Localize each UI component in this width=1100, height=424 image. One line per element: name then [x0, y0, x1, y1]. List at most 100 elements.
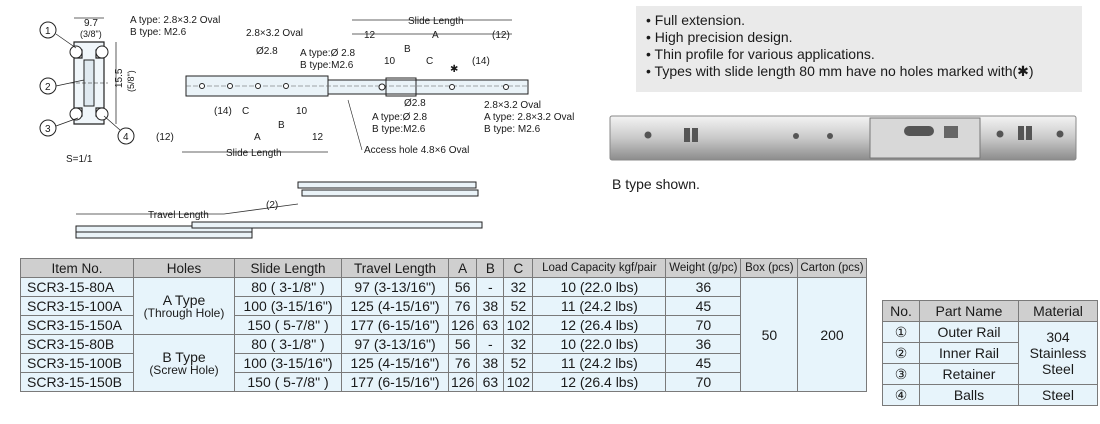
cell-a: 126 [447, 372, 478, 392]
dim-12p-bottom: (12) [156, 132, 174, 143]
parts-table: No. Part Name Material ① Outer Rail 304 … [882, 300, 1098, 406]
table-row: SCR3-15-100B 100 (3-15/16") 125 (4-15/16… [20, 353, 867, 373]
dim-a-top: A [432, 30, 439, 41]
callout-4: 4 [123, 132, 129, 143]
travel-length-label: Travel Length [148, 210, 209, 221]
dim-b-bottom: B [278, 120, 285, 131]
header-weight: Weight (g/pc) [665, 258, 742, 278]
cell-load: 12 (26.4 lbs) [532, 372, 667, 392]
cell-c: 52 [503, 296, 534, 316]
header-box: Box (pcs) [740, 258, 799, 278]
cell-b: 63 [476, 315, 505, 335]
feature-item: Thin profile for various applications. [646, 46, 1072, 63]
cell-c: 52 [503, 353, 534, 373]
dim-a-bottom: A [254, 132, 261, 143]
dim-height-in: (5/8") [126, 70, 136, 92]
cell-slide: 80 ( 3-1/8" ) [234, 334, 342, 354]
dim-12-bottom: 12 [312, 132, 324, 143]
cell-b: 63 [476, 372, 505, 392]
travel-diagram: Travel Length (2) [75, 181, 483, 239]
cell-c: 102 [503, 372, 534, 392]
header-slide-length: Slide Length [234, 258, 342, 278]
access-hole-label: Access hole 4.8×6 Oval [364, 145, 469, 156]
header-holes: Holes [133, 258, 235, 278]
table-row: SCR3-15-80B B Type (Screw Hole) 80 ( 3-1… [20, 334, 867, 392]
cell-b: 38 [476, 353, 505, 373]
cell-load: 12 (26.4 lbs) [532, 315, 667, 335]
cell-weight: 36 [665, 334, 742, 354]
slide-length-top: Slide Length [408, 16, 464, 27]
cell-item: SCR3-15-150B [20, 372, 134, 392]
cell-no: ① [882, 321, 920, 343]
cell-no: ② [882, 342, 920, 364]
cell-no: ④ [882, 384, 920, 406]
callout-3: 3 [45, 124, 51, 135]
cell-c: 32 [503, 277, 534, 297]
a-type-d28-mid: A type:Ø 2.8 [372, 112, 427, 123]
dim-width: 9.7 [84, 18, 98, 29]
cell-item: SCR3-15-100B [20, 353, 134, 373]
features-box: Full extension. High precision design. T… [636, 6, 1082, 92]
cell-weight: 45 [665, 353, 742, 373]
cell-a: 126 [447, 315, 478, 335]
cell-load: 11 (24.2 lbs) [532, 353, 667, 373]
holes-b-name: B Type [162, 348, 206, 365]
cell-slide: 80 ( 3-1/8" ) [234, 277, 342, 297]
slide-length-bottom: Slide Length [226, 148, 282, 159]
cs-hole-a: A type: 2.8×3.2 Oval [130, 15, 220, 26]
cell-item: SCR3-15-150A [20, 315, 134, 335]
cell-holes-a: A Type (Through Hole) [133, 277, 235, 335]
cell-c: 102 [503, 315, 534, 335]
header-no: No. [882, 300, 920, 322]
oval-label-top: 2.8×3.2 Oval [246, 28, 303, 39]
travel-dim-2: (2) [266, 200, 278, 211]
dim-height: 15.5 [114, 68, 125, 88]
table-row: ③ Retainer [882, 363, 1098, 385]
cell-a: 56 [447, 334, 478, 354]
header-c: C [503, 258, 534, 278]
cross-section-hole-labels: A type: 2.8×3.2 Oval B type: M2.6 [130, 15, 220, 38]
cell-b: - [476, 277, 505, 297]
photo-caption: B type shown. [612, 176, 700, 192]
star-mark: ✱ [450, 64, 458, 75]
cell-part-name: Inner Rail [919, 342, 1019, 364]
cell-weight: 70 [665, 372, 742, 392]
cell-travel: 125 (4-15/16") [341, 296, 449, 316]
feature-item: High precision design. [646, 29, 1072, 46]
dim-12p-top: (12) [492, 30, 510, 41]
b-type-m26-top: B type:M2.6 [300, 60, 354, 71]
header-load: Load Capacity kgf/pair [532, 258, 667, 278]
d28-mid: Ø2.8 [404, 98, 426, 109]
callout-1: 1 [45, 26, 51, 37]
header-travel-length: Travel Length [341, 258, 449, 278]
spec-table: Item No. Holes Slide Length Travel Lengt… [20, 258, 867, 392]
cell-load: 11 (24.2 lbs) [532, 296, 667, 316]
cell-load: 10 (22.0 lbs) [532, 277, 667, 297]
feature-item: Full extension. [646, 12, 1072, 29]
header-b: B [476, 258, 505, 278]
holes-a-sub: (Through Hole) [143, 305, 225, 320]
b-type-m26-right: B type: M2.6 [484, 124, 541, 135]
cell-travel: 125 (4-15/16") [341, 353, 449, 373]
callout-2: 2 [45, 82, 51, 93]
cell-item: SCR3-15-80B [20, 334, 134, 354]
cell-holes-b: B Type (Screw Hole) [133, 334, 235, 392]
cell-travel: 177 (6-15/16") [341, 372, 449, 392]
table-row: ② Inner Rail [882, 342, 1098, 364]
dim-10-top: 10 [384, 56, 396, 67]
oval-label-right: 2.8×3.2 Oval [484, 100, 541, 111]
holes-b-sub: (Screw Hole) [149, 362, 219, 377]
cell-weight: 45 [665, 296, 742, 316]
rail-dimension-drawing: Slide Length 12 A (12) B 10 C (14) ✱ 2.8… [156, 16, 574, 159]
cell-slide: 100 (3-15/16") [234, 353, 342, 373]
header-material: Material [1018, 300, 1098, 322]
table-row: SCR3-15-100A 100 (3-15/16") 125 (4-15/16… [20, 296, 867, 316]
cell-c: 32 [503, 334, 534, 354]
header-part-name: Part Name [919, 300, 1019, 322]
dim-14-top: (14) [472, 56, 490, 67]
cell-a: 76 [447, 296, 478, 316]
b-type-m26-mid: B type:M2.6 [372, 124, 426, 135]
cell-part-name: Retainer [919, 363, 1019, 385]
cell-box: 50 [740, 277, 799, 392]
cell-a: 56 [447, 277, 478, 297]
